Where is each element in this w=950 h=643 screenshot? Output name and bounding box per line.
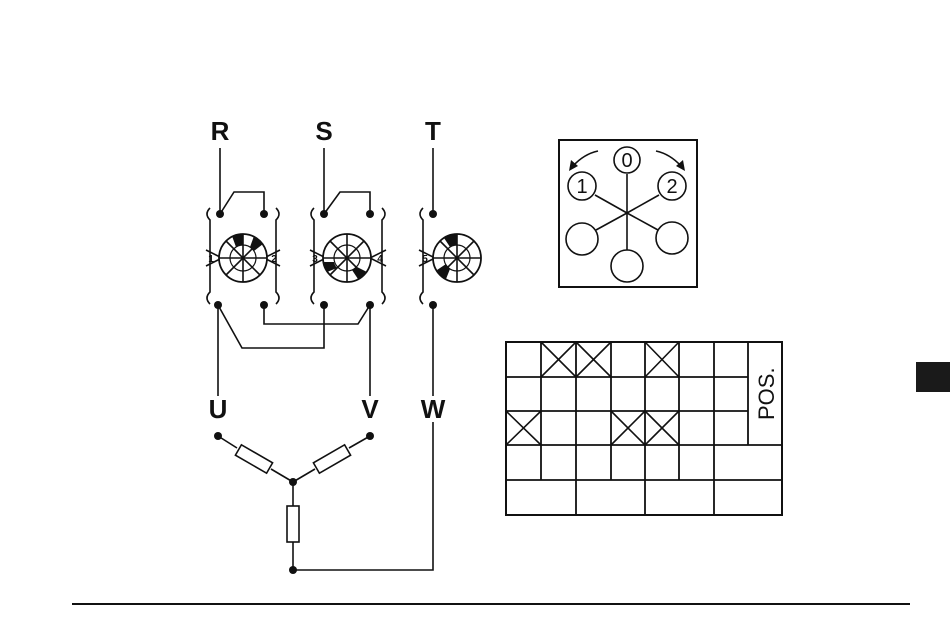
position-1: 1 xyxy=(576,176,587,198)
contact-number-1: 1 xyxy=(208,254,214,265)
supply-wires xyxy=(220,148,433,214)
position-0: 0 xyxy=(621,150,632,172)
cam-disc-1 xyxy=(219,234,267,282)
cam-disc-3 xyxy=(433,234,481,282)
table-header-pos: POS. xyxy=(754,367,779,420)
label-u: U xyxy=(209,394,228,424)
label-w: W xyxy=(421,394,446,424)
contact-number-4: 4 xyxy=(377,254,383,265)
label-v: V xyxy=(361,394,379,424)
label-s: S xyxy=(315,116,332,146)
position-2: 2 xyxy=(666,176,677,198)
label-r: R xyxy=(211,116,230,146)
section-tab-marker xyxy=(916,362,950,392)
bottom-wires xyxy=(218,305,433,396)
footer-rule xyxy=(72,603,910,605)
switching-table xyxy=(506,342,782,515)
cam-disc-2 xyxy=(323,234,371,282)
star-load xyxy=(214,422,433,574)
contact-number-2: 2 xyxy=(271,254,277,265)
contact-number-5: 5 xyxy=(422,254,428,265)
bottom-terminals xyxy=(214,301,437,309)
contact-number-3: 3 xyxy=(312,254,318,265)
top-terminals xyxy=(216,210,437,218)
label-t: T xyxy=(425,116,441,146)
